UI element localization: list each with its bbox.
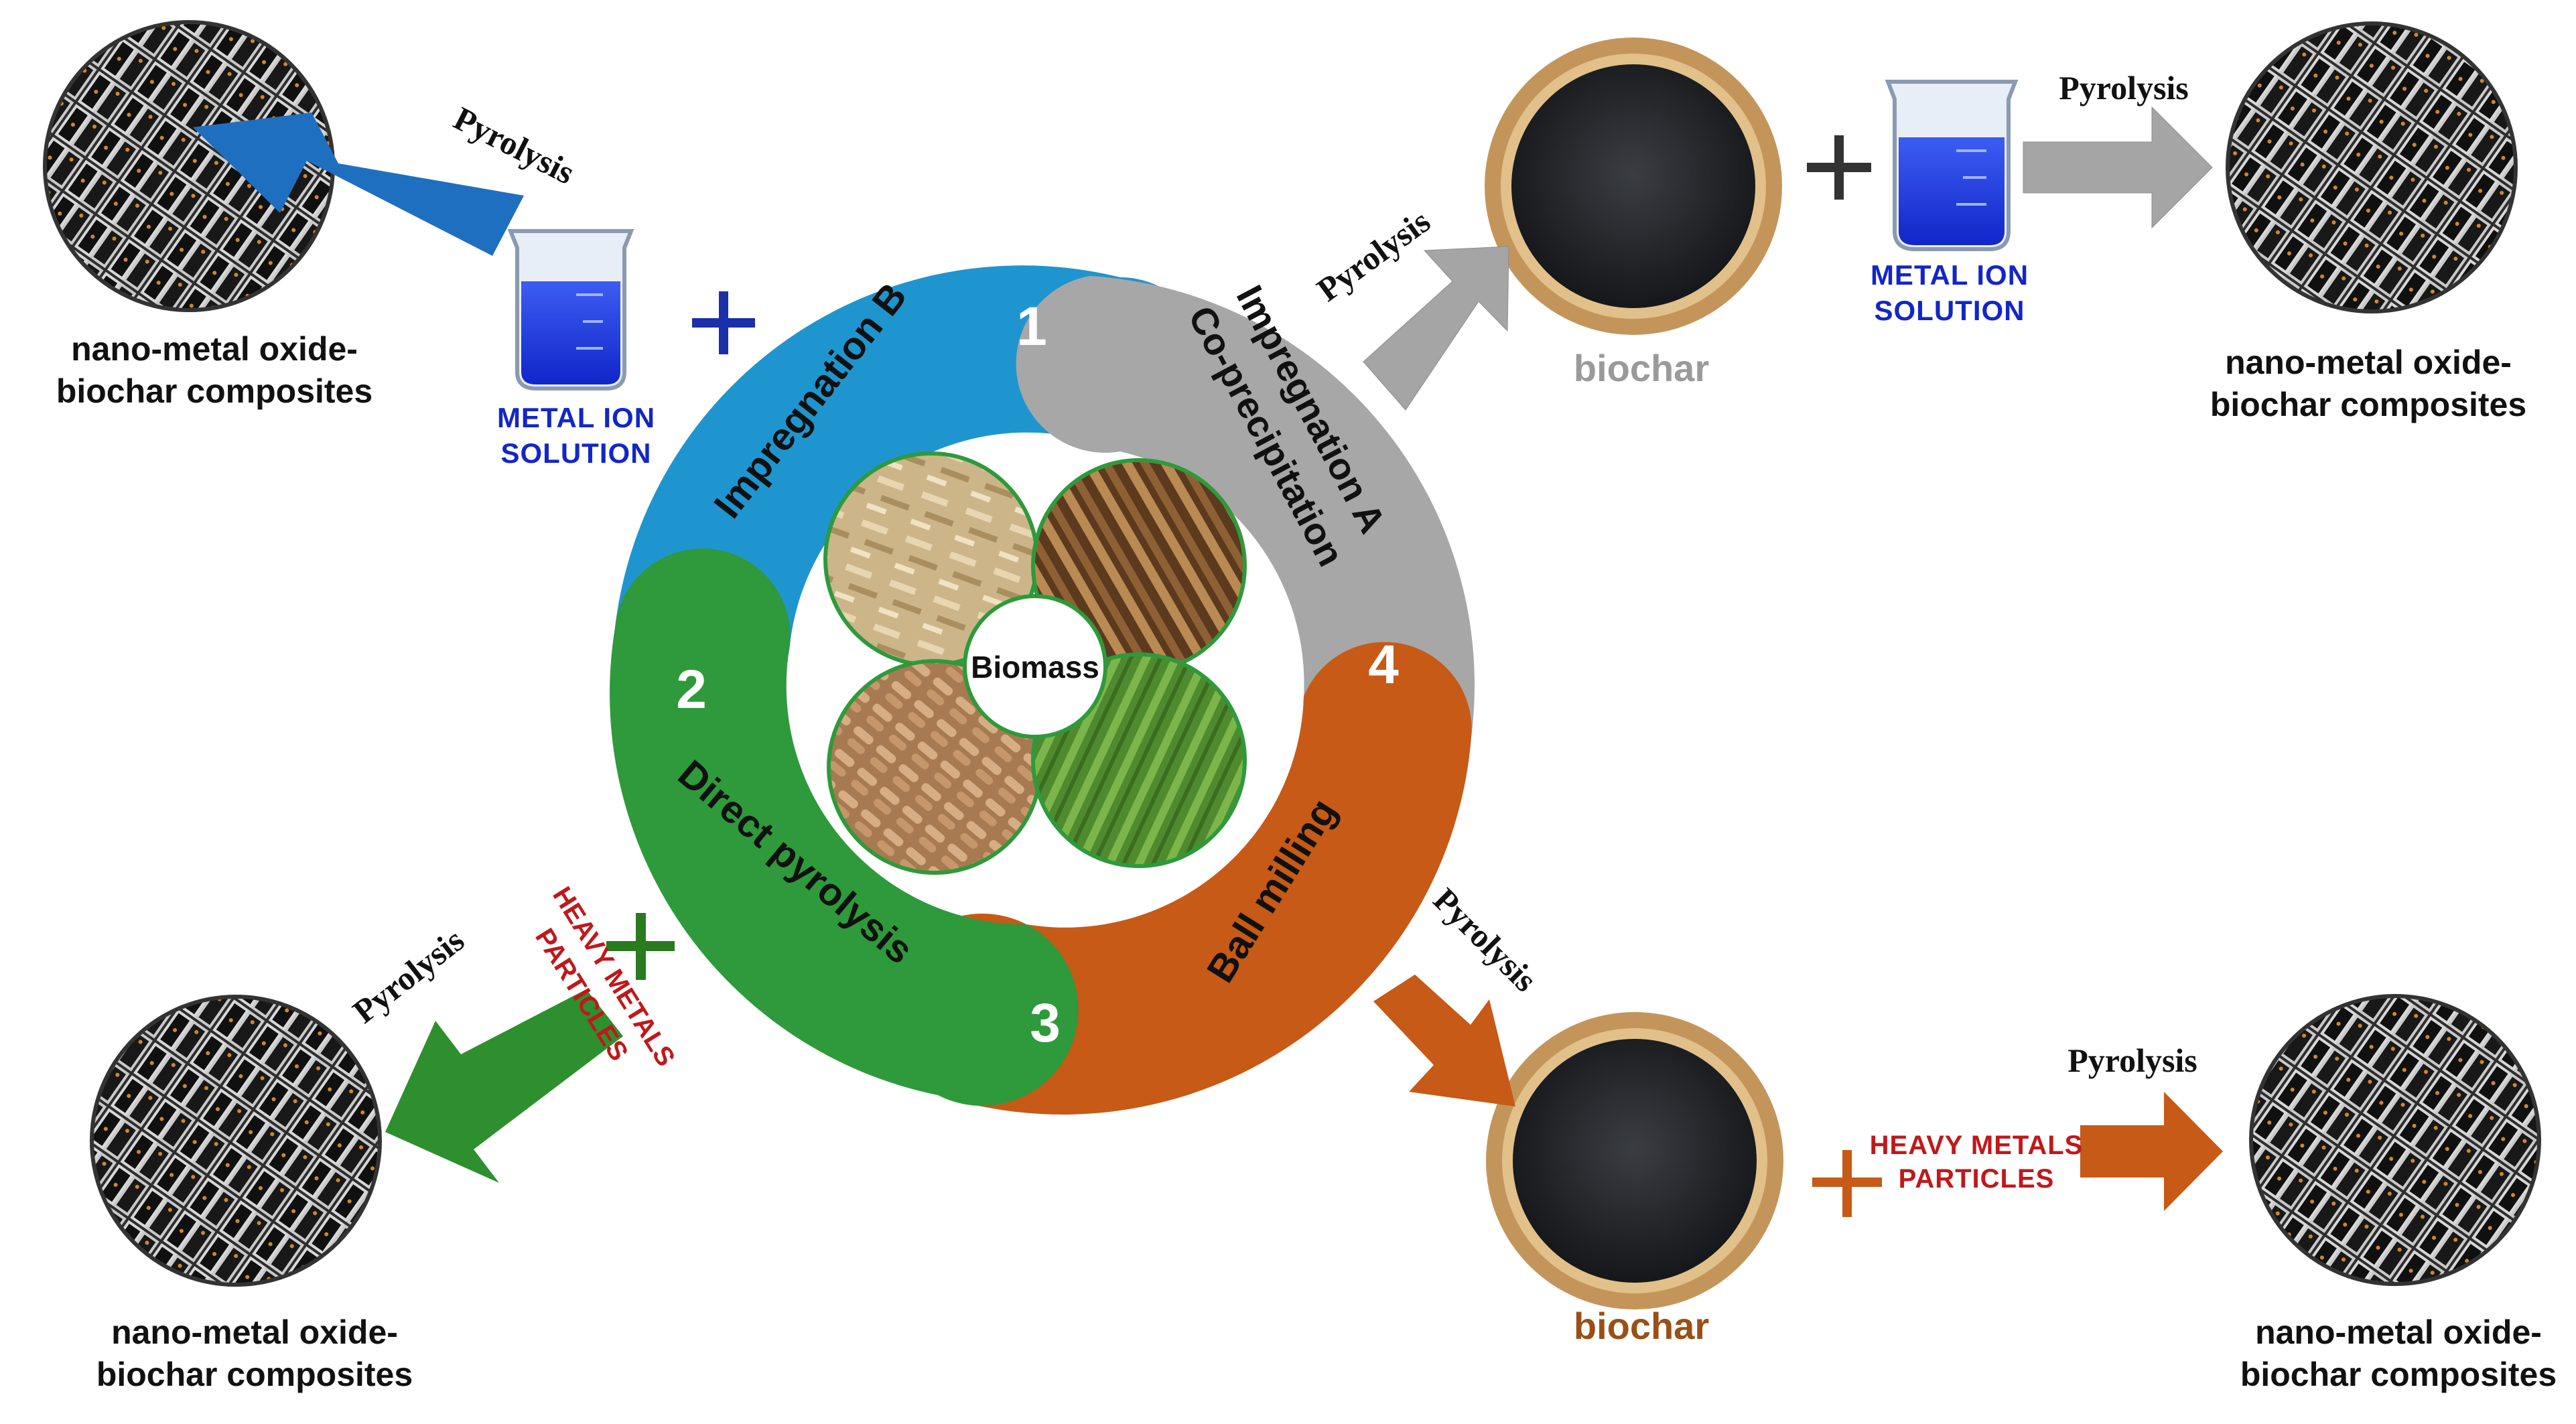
beaker-right-icon bbox=[1885, 80, 2019, 251]
metal-ion-line1: METAL ION bbox=[1870, 259, 2029, 291]
composite-images bbox=[43, 20, 2541, 1287]
segment-direct-pyrolysis bbox=[610, 548, 1079, 1107]
pyrolysis-label-blue: Pyrolysis bbox=[448, 99, 581, 192]
segment-1-number: 1 bbox=[1016, 296, 1047, 357]
arrow-green-icon bbox=[385, 989, 623, 1183]
segment-3-number: 3 bbox=[1030, 993, 1061, 1054]
heavy-metals-line1: HEAVY METALS bbox=[1869, 1131, 2084, 1160]
composite-caption-line1: nano-metal oxide- bbox=[2225, 344, 2512, 381]
biomass-label: Biomass bbox=[971, 650, 1099, 685]
composite-caption-top-right: nano-metal oxide- biochar composites bbox=[2174, 342, 2563, 425]
composite-image-bottom-right bbox=[2249, 994, 2541, 1286]
plus-sign-green-icon bbox=[606, 913, 675, 980]
composite-caption-line2: biochar composites bbox=[2210, 385, 2527, 423]
plus-sign-black-icon bbox=[1807, 135, 1871, 200]
heavy-metals-label-right: HEAVY METALS PARTICLES bbox=[1869, 1129, 2084, 1196]
metal-ion-line1: METAL ION bbox=[496, 402, 656, 433]
metal-ion-label-right: METAL ION SOLUTION bbox=[1856, 258, 2043, 328]
plus-sign-brown-icon bbox=[1812, 1150, 1882, 1217]
pyrolysis-label-brown-right: Pyrolysis bbox=[2067, 1042, 2197, 1079]
heavy-metals-line2: PARTICLES bbox=[1898, 1164, 2055, 1194]
arrow-gray-right-icon bbox=[2023, 106, 2213, 229]
arrow-brown-right-icon bbox=[2080, 1092, 2223, 1211]
metal-ion-line2: SOLUTION bbox=[1874, 294, 2025, 326]
composite-caption-line1: nano-metal oxide- bbox=[2255, 1313, 2542, 1351]
composite-caption-line1: nano-metal oxide- bbox=[71, 330, 358, 368]
composite-caption-bottom-left: nano-metal oxide- biochar composites bbox=[67, 1311, 442, 1395]
composite-caption-bottom-right: nano-metal oxide- biochar composites bbox=[2221, 1311, 2576, 1395]
biochar-bowl-top bbox=[1485, 38, 1782, 335]
biochar-bowl-bottom bbox=[1486, 1012, 1783, 1309]
composite-image-top-right bbox=[2226, 21, 2518, 313]
pyrolysis-label-green: Pyrolysis bbox=[346, 921, 471, 1030]
composite-caption-top-left: nano-metal oxide- biochar composites bbox=[27, 328, 402, 412]
composite-caption-line2: biochar composites bbox=[2240, 1355, 2557, 1393]
pyrolysis-label-brown-diag: Pyrolysis bbox=[1426, 881, 1544, 999]
pyrolysis-label-gray-right: Pyrolysis bbox=[2059, 69, 2189, 106]
biomass-collage bbox=[823, 451, 1247, 875]
segment-4-number: 4 bbox=[1368, 634, 1399, 695]
arrow-brown-diagonal-icon bbox=[1373, 975, 1515, 1107]
composite-caption-line1: nano-metal oxide- bbox=[111, 1313, 398, 1351]
metal-ion-label-left: METAL ION SOLUTION bbox=[482, 401, 670, 471]
biochar-label-top: biochar bbox=[1573, 347, 1710, 389]
arrow-blue-icon bbox=[193, 113, 524, 256]
composite-caption-line2: biochar composites bbox=[96, 1355, 413, 1393]
pyrolysis-label-gray-diag: Pyrolysis bbox=[1310, 202, 1436, 309]
arrow-gray-diagonal-icon bbox=[1363, 246, 1509, 411]
biomass-center-circle bbox=[963, 594, 1107, 739]
biochar-label-bottom: biochar bbox=[1573, 1305, 1710, 1347]
plus-sign-blue-icon bbox=[692, 291, 755, 354]
metal-ion-line2: SOLUTION bbox=[500, 437, 652, 469]
composite-caption-line2: biochar composites bbox=[56, 372, 373, 410]
process-ring bbox=[610, 265, 1475, 1115]
beaker-left-icon bbox=[507, 229, 634, 390]
segment-2-number: 2 bbox=[676, 659, 707, 720]
composite-image-bottom-left bbox=[90, 995, 382, 1287]
